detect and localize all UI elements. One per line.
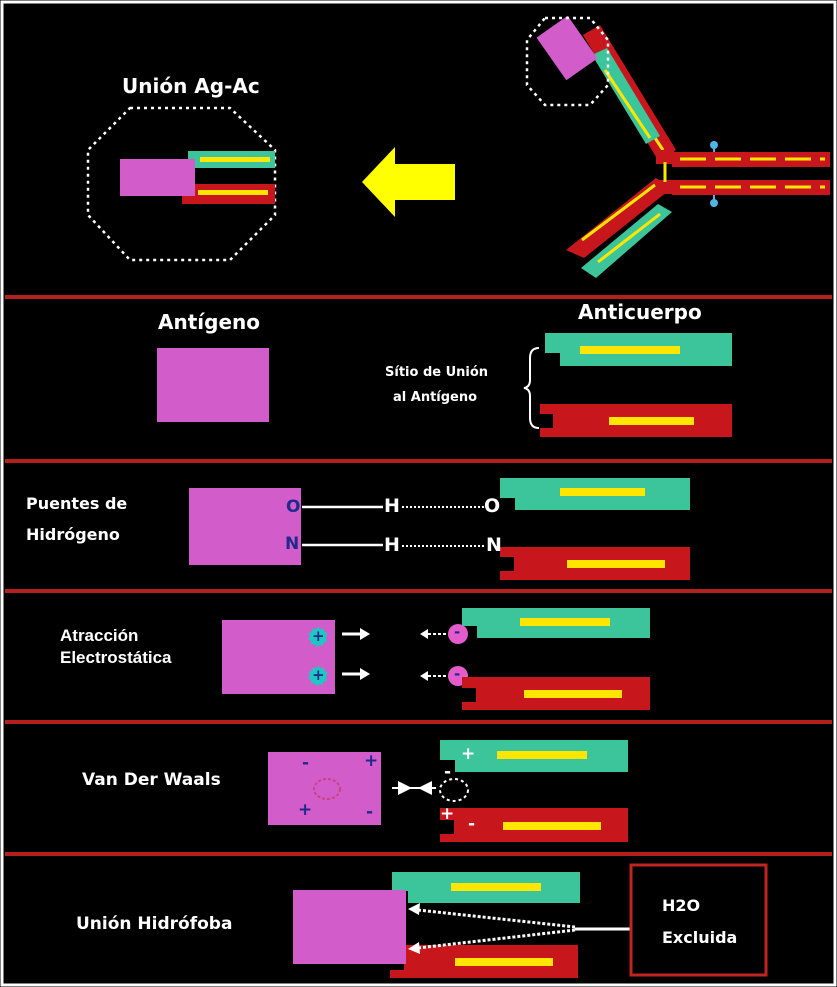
panel-vdw: [268, 740, 628, 842]
divider-5: [5, 852, 832, 856]
h2o-box-line1: H2O: [662, 896, 701, 915]
lower-arm-light-bar: [597, 212, 661, 264]
electro-title-1: Atracción: [60, 626, 139, 645]
electro-arrow-1-head: [360, 628, 370, 640]
divider-3: [5, 589, 832, 593]
electro-heavy-chain-bar: [524, 690, 622, 698]
hydro-title: Unión Hidrófoba: [76, 914, 233, 934]
binding-octagon: [86, 106, 277, 262]
fragment-light-chain-bar: [200, 157, 270, 162]
electro-title-2: Electrostática: [60, 648, 172, 667]
vdw-antigen-charge-3: +: [298, 800, 313, 820]
electro-arrow-2-head: [360, 668, 370, 680]
anion-sign-2: -: [454, 665, 461, 683]
binding-site-label-1: Sítio de Unión: [385, 365, 489, 380]
fragment-heavy-chain-bar: [198, 190, 268, 195]
vdw-antibody-dipole: [439, 778, 469, 802]
ag-ac-title: Unión Ag-Ac: [122, 74, 260, 98]
hbond-title-1: Puentes de: [26, 494, 128, 513]
antigen-block: [157, 348, 269, 422]
hydro-heavy-chain-bar: [455, 958, 553, 966]
bound-antigen: [120, 159, 195, 196]
h2o-box-line2: Excluida: [662, 928, 738, 947]
vdw-antigen-charge-4: -: [366, 802, 374, 822]
vdw-heavy-chain-bar: [503, 822, 601, 830]
cation-ring-1: [306, 625, 330, 649]
vdw-antibody-charge-1: -: [444, 762, 452, 782]
vdw-antibody-charge-4: -: [468, 814, 476, 834]
vdw-antigen-dipole: [313, 778, 341, 800]
hydrogen-atom-1: H: [384, 495, 400, 517]
panel-hbond: [189, 478, 690, 580]
vdw-antigen-charge-2: +: [364, 751, 379, 771]
binding-site-brace: [523, 347, 540, 429]
binding-site-label-2: al Antígeno: [393, 390, 478, 405]
antibody-y-shape: [525, 15, 830, 278]
anion-ring-1: [448, 624, 468, 644]
antibody-heavy-chain-bar: [609, 417, 694, 425]
antigen-atom-n: N: [285, 534, 300, 554]
cation-ring-2: [306, 664, 330, 688]
yellow-left-arrow: [362, 147, 455, 217]
hydro-dashed-2: [417, 928, 576, 950]
panel-hydro: [293, 863, 768, 978]
vdw-antibody-charge-2: +: [461, 744, 476, 764]
hbond-antigen: [189, 488, 301, 565]
electro-light-chain-bar: [520, 618, 610, 626]
electro-dashed-2-head: [420, 671, 428, 681]
tip-octagon: [525, 16, 610, 107]
cation-sign-2: +: [312, 666, 325, 684]
upper-arm-light-bar: [603, 69, 652, 139]
lower-arm-heavy-bar: [581, 183, 656, 242]
hydrogen-atom-2: H: [384, 534, 400, 556]
hydro-light-chain-bar: [451, 883, 541, 891]
hydro-dashed-1: [417, 908, 576, 929]
vdw-antigen: [268, 752, 381, 825]
vdw-arrow-left: [418, 781, 432, 795]
vdw-antigen-charge-1: -: [302, 753, 310, 773]
panel-dividers: [5, 295, 832, 856]
lower-arm-heavy: [566, 178, 672, 258]
antibody-light-chain-bar: [580, 346, 680, 354]
hinge-lower: [656, 180, 674, 194]
electro-dashed-1-head: [420, 629, 428, 639]
hydro-dashed-2-head: [408, 942, 420, 954]
vdw-arrow-right: [398, 781, 412, 795]
divider-4: [5, 720, 832, 724]
antigen-label: Antígeno: [158, 310, 260, 334]
hbond-title-2: Hidrógeno: [26, 525, 120, 544]
vdw-antibody-charge-3: +: [440, 804, 455, 824]
panel-parts: [157, 333, 732, 437]
hydro-antigen: [293, 890, 406, 964]
antibody-label: Anticuerpo: [578, 300, 702, 324]
divider-2: [5, 459, 832, 463]
hbond-light-chain-bar: [560, 488, 645, 496]
anion-sign-1: -: [454, 623, 461, 641]
cation-sign-1: +: [312, 627, 325, 645]
tip-antigen: [536, 15, 598, 81]
antigen-atom-o: O: [286, 497, 301, 517]
divider-1: [5, 295, 832, 299]
antibody-atom-n: N: [486, 534, 502, 556]
vdw-light-chain-bar: [497, 751, 587, 759]
hbond-heavy-chain-bar: [567, 560, 665, 568]
panel-ag-ac: [86, 15, 830, 278]
antibody-atom-o: O: [484, 495, 501, 517]
h2o-box: [629, 863, 768, 977]
vdw-title: Van Der Waals: [82, 770, 221, 790]
hinge-upper: [656, 150, 674, 164]
panel-electro: [222, 608, 650, 710]
hydro-dashed-1-head: [408, 903, 420, 915]
